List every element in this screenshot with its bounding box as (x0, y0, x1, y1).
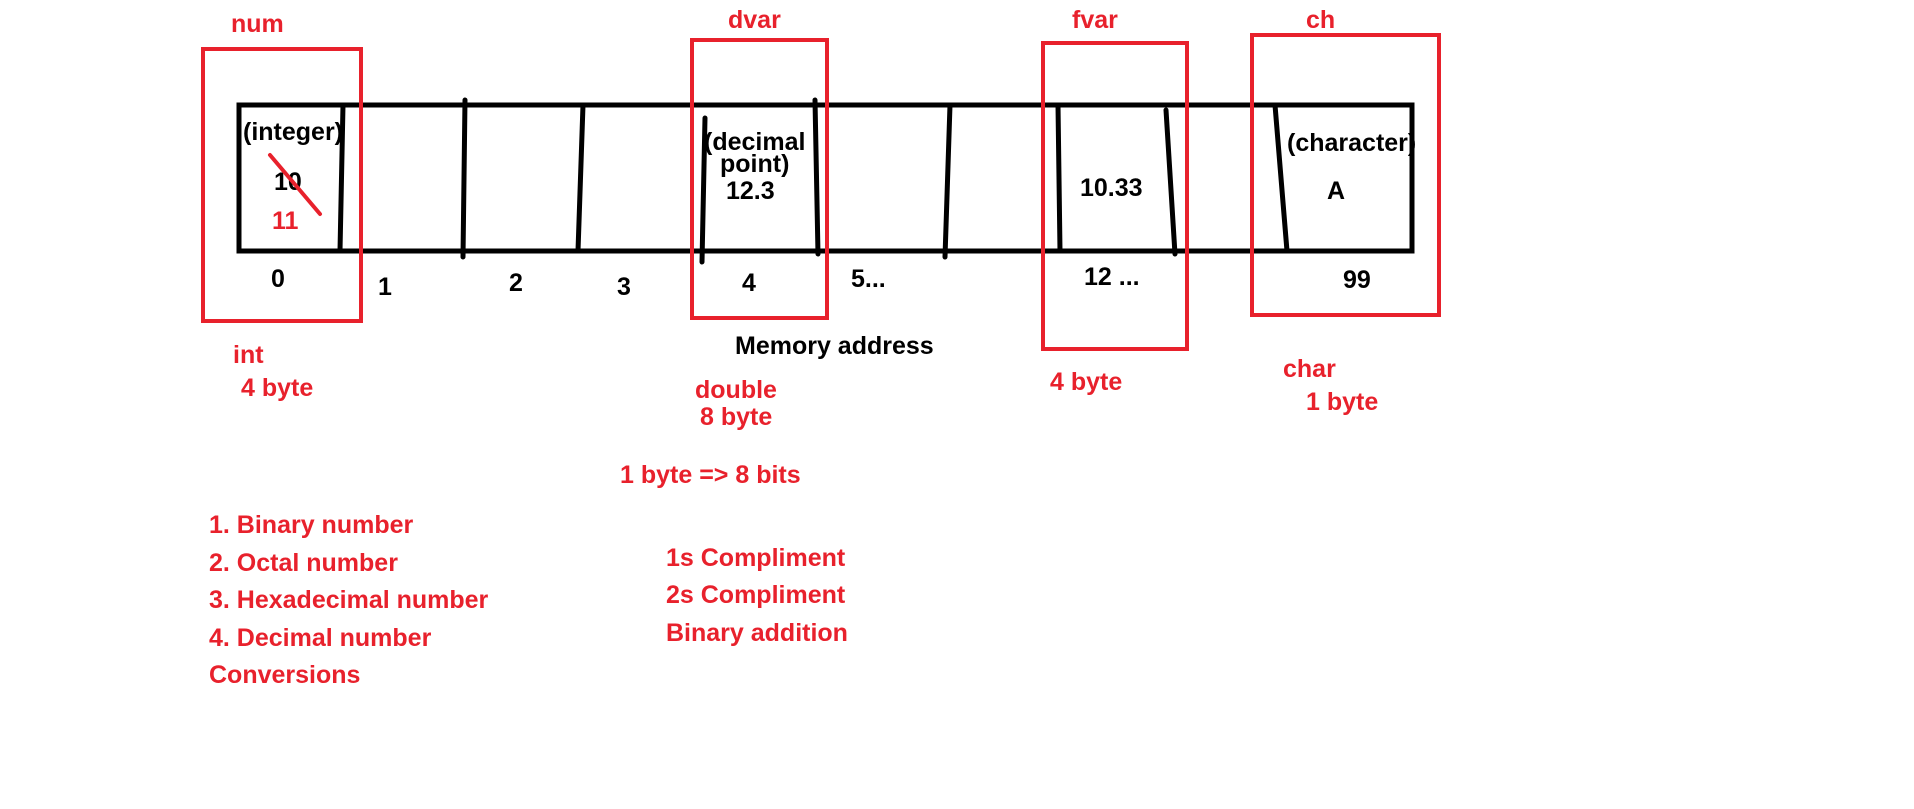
topic-item: Binary addition (666, 619, 848, 647)
cell-divider (812, 97, 821, 257)
address-label: 2 (509, 269, 523, 297)
ch-type: char (1283, 355, 1336, 383)
num-highlight-box (201, 47, 363, 323)
topic-item: 1s Compliment (666, 544, 846, 572)
ch-type-note: (character) (1287, 129, 1416, 157)
ch-size: 1 byte (1306, 388, 1378, 416)
cell-divider (1163, 107, 1178, 257)
topic-item: Conversions (209, 661, 360, 689)
num-type: int (233, 341, 264, 369)
address-labels: 0 1 2 3 4 5... 12 ... 99 (271, 263, 1371, 301)
fvar-size: 4 byte (1050, 368, 1122, 396)
dvar-label: dvar (728, 6, 781, 34)
fvar-highlight-box (1041, 41, 1189, 351)
cell-divider (699, 115, 708, 265)
topics-right-list: 1s Compliment 2s Compliment Binary addit… (666, 544, 848, 647)
variable-highlights (201, 33, 1441, 351)
address-label: 12 ... (1084, 263, 1140, 291)
ch-label: ch (1306, 6, 1335, 34)
num-label: num (231, 10, 284, 38)
topic-item: 3. Hexadecimal number (209, 586, 489, 614)
address-label: 5... (851, 265, 886, 293)
cell-divider (1055, 102, 1063, 254)
ch-value: A (1327, 177, 1345, 205)
address-label: 1 (378, 273, 392, 301)
num-old-value: 10 (274, 168, 302, 196)
address-label: 0 (271, 265, 285, 293)
dvar-type-note-line2: point) (720, 150, 789, 178)
topic-item: 1. Binary number (209, 511, 413, 539)
address-label: 4 (742, 269, 756, 297)
address-label: 99 (1343, 266, 1371, 294)
cell-divider (460, 97, 468, 260)
topic-item: 4. Decimal number (209, 624, 432, 652)
strike-through-mark (268, 153, 322, 216)
address-label: 3 (617, 273, 631, 301)
memory-address-label: Memory address (735, 332, 934, 360)
topics-left-list: 1. Binary number 2. Octal number 3. Hexa… (209, 511, 489, 689)
num-new-value: 11 (272, 207, 299, 235)
cell-dividers (337, 97, 1290, 265)
cell-divider (575, 102, 586, 254)
dvar-highlight-box (690, 38, 829, 320)
byte-bits-note: 1 byte => 8 bits (620, 461, 801, 489)
ch-highlight-box (1250, 33, 1441, 317)
dvar-size: 8 byte (700, 403, 772, 431)
dvar-type: double (695, 376, 777, 404)
topic-item: 2. Octal number (209, 549, 398, 577)
topic-item: 2s Compliment (666, 581, 846, 609)
dvar-value: 12.3 (726, 177, 775, 205)
num-type-note: (integer) (243, 118, 343, 146)
fvar-value: 10.33 (1080, 174, 1143, 202)
fvar-label: fvar (1072, 6, 1118, 34)
dvar-type-note-line1: (decimal (704, 128, 805, 156)
cell-divider (1272, 102, 1290, 254)
num-size: 4 byte (241, 374, 313, 402)
cell-divider (942, 102, 953, 260)
cell-divider (337, 102, 346, 254)
